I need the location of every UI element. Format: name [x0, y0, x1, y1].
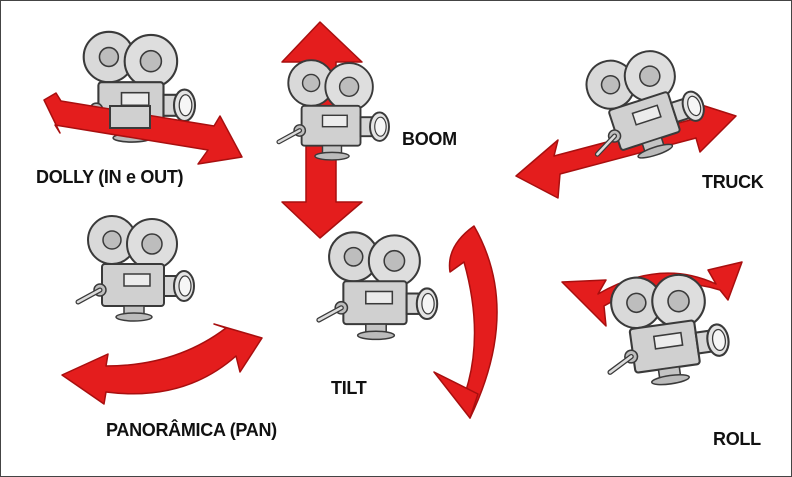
boom-label: BOOM: [402, 129, 457, 149]
roll-label: ROLL: [713, 429, 761, 449]
tilt-curved-arrow: [448, 225, 498, 419]
truck-label: TRUCK: [702, 172, 764, 192]
dolly-label: DOLLY (IN e OUT): [36, 167, 184, 187]
pan-curved-arrow: [61, 323, 263, 405]
tilt-camera-icon: [319, 232, 437, 339]
pan-camera-icon: [78, 216, 194, 321]
tilt-label: TILT: [331, 378, 367, 398]
boom-camera-icon: [279, 60, 389, 160]
pan-label: PANORÂMICA (PAN): [106, 420, 277, 440]
